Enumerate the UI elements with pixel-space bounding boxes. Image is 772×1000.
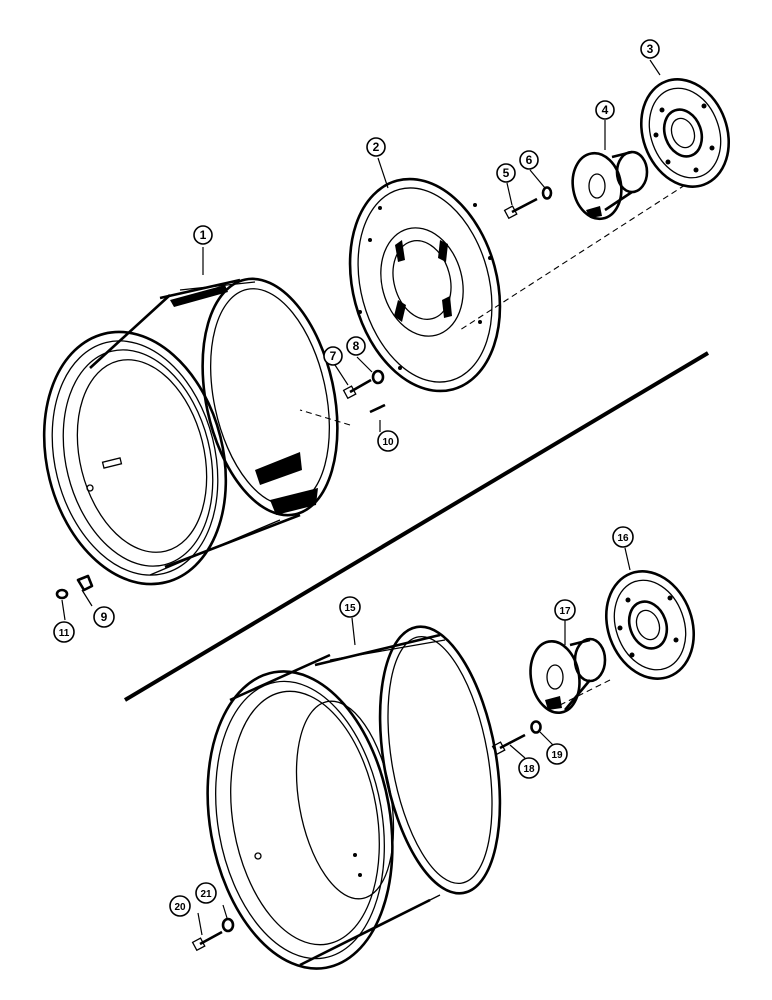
callout-17: 17 bbox=[554, 599, 576, 621]
svg-text:4: 4 bbox=[602, 103, 609, 117]
svg-text:20: 20 bbox=[174, 902, 186, 913]
callout-10: 10 bbox=[377, 430, 399, 452]
washer-part-21 bbox=[221, 917, 235, 933]
callout-21: 21 bbox=[195, 882, 217, 904]
leader-lines bbox=[61, 59, 661, 936]
callout-20: 20 bbox=[169, 895, 191, 917]
bolt-part-7 bbox=[342, 378, 372, 400]
callout-16: 16 bbox=[612, 526, 634, 548]
callout-11: 11 bbox=[53, 621, 75, 643]
callouts: 1 2 3 4 5 6 7 8 bbox=[53, 39, 660, 917]
hub-flange-part-16 bbox=[604, 570, 696, 680]
bolt-part-5 bbox=[503, 197, 538, 220]
callout-6: 6 bbox=[519, 150, 539, 170]
callout-2: 2 bbox=[366, 137, 386, 157]
svg-text:18: 18 bbox=[523, 764, 535, 775]
callout-4: 4 bbox=[595, 100, 615, 120]
svg-text:21: 21 bbox=[200, 889, 212, 900]
callout-1: 1 bbox=[193, 225, 213, 245]
svg-text:1: 1 bbox=[200, 228, 207, 242]
hub-flange-part-3 bbox=[639, 78, 731, 188]
washer-part-6 bbox=[541, 186, 553, 200]
svg-text:8: 8 bbox=[353, 339, 360, 353]
callout-5: 5 bbox=[496, 163, 516, 183]
callout-15: 15 bbox=[339, 596, 361, 618]
bolt-part-20 bbox=[191, 930, 223, 952]
washer-part-19 bbox=[530, 720, 542, 734]
svg-text:3: 3 bbox=[647, 42, 654, 56]
callout-8: 8 bbox=[346, 336, 366, 356]
svg-text:6: 6 bbox=[526, 153, 533, 167]
callout-18: 18 bbox=[518, 757, 540, 779]
washer-part-8 bbox=[371, 369, 385, 385]
svg-text:9: 9 bbox=[101, 610, 108, 624]
wheel-rim-part-1 bbox=[42, 277, 339, 586]
callout-19: 19 bbox=[546, 743, 568, 765]
svg-text:16: 16 bbox=[617, 533, 629, 544]
hub-part-4 bbox=[571, 150, 649, 221]
nut-part-11 bbox=[55, 588, 69, 600]
separator-line bbox=[123, 351, 710, 702]
clamp-part-9 bbox=[76, 574, 94, 592]
callout-7: 7 bbox=[323, 346, 343, 366]
callout-9: 9 bbox=[93, 606, 115, 628]
svg-text:15: 15 bbox=[344, 603, 356, 614]
svg-text:2: 2 bbox=[373, 140, 380, 154]
svg-text:11: 11 bbox=[59, 628, 70, 639]
center-disc-part-2 bbox=[348, 177, 502, 393]
svg-text:7: 7 bbox=[330, 349, 337, 363]
svg-text:17: 17 bbox=[559, 606, 571, 617]
callout-3: 3 bbox=[640, 39, 660, 59]
stud-part-10 bbox=[369, 403, 386, 414]
svg-text:5: 5 bbox=[503, 166, 510, 180]
svg-text:10: 10 bbox=[382, 437, 394, 448]
hub-part-17 bbox=[529, 637, 607, 714]
svg-text:19: 19 bbox=[551, 750, 563, 761]
bolt-part-18 bbox=[491, 733, 526, 756]
wheel-rim-part-15 bbox=[206, 625, 502, 970]
